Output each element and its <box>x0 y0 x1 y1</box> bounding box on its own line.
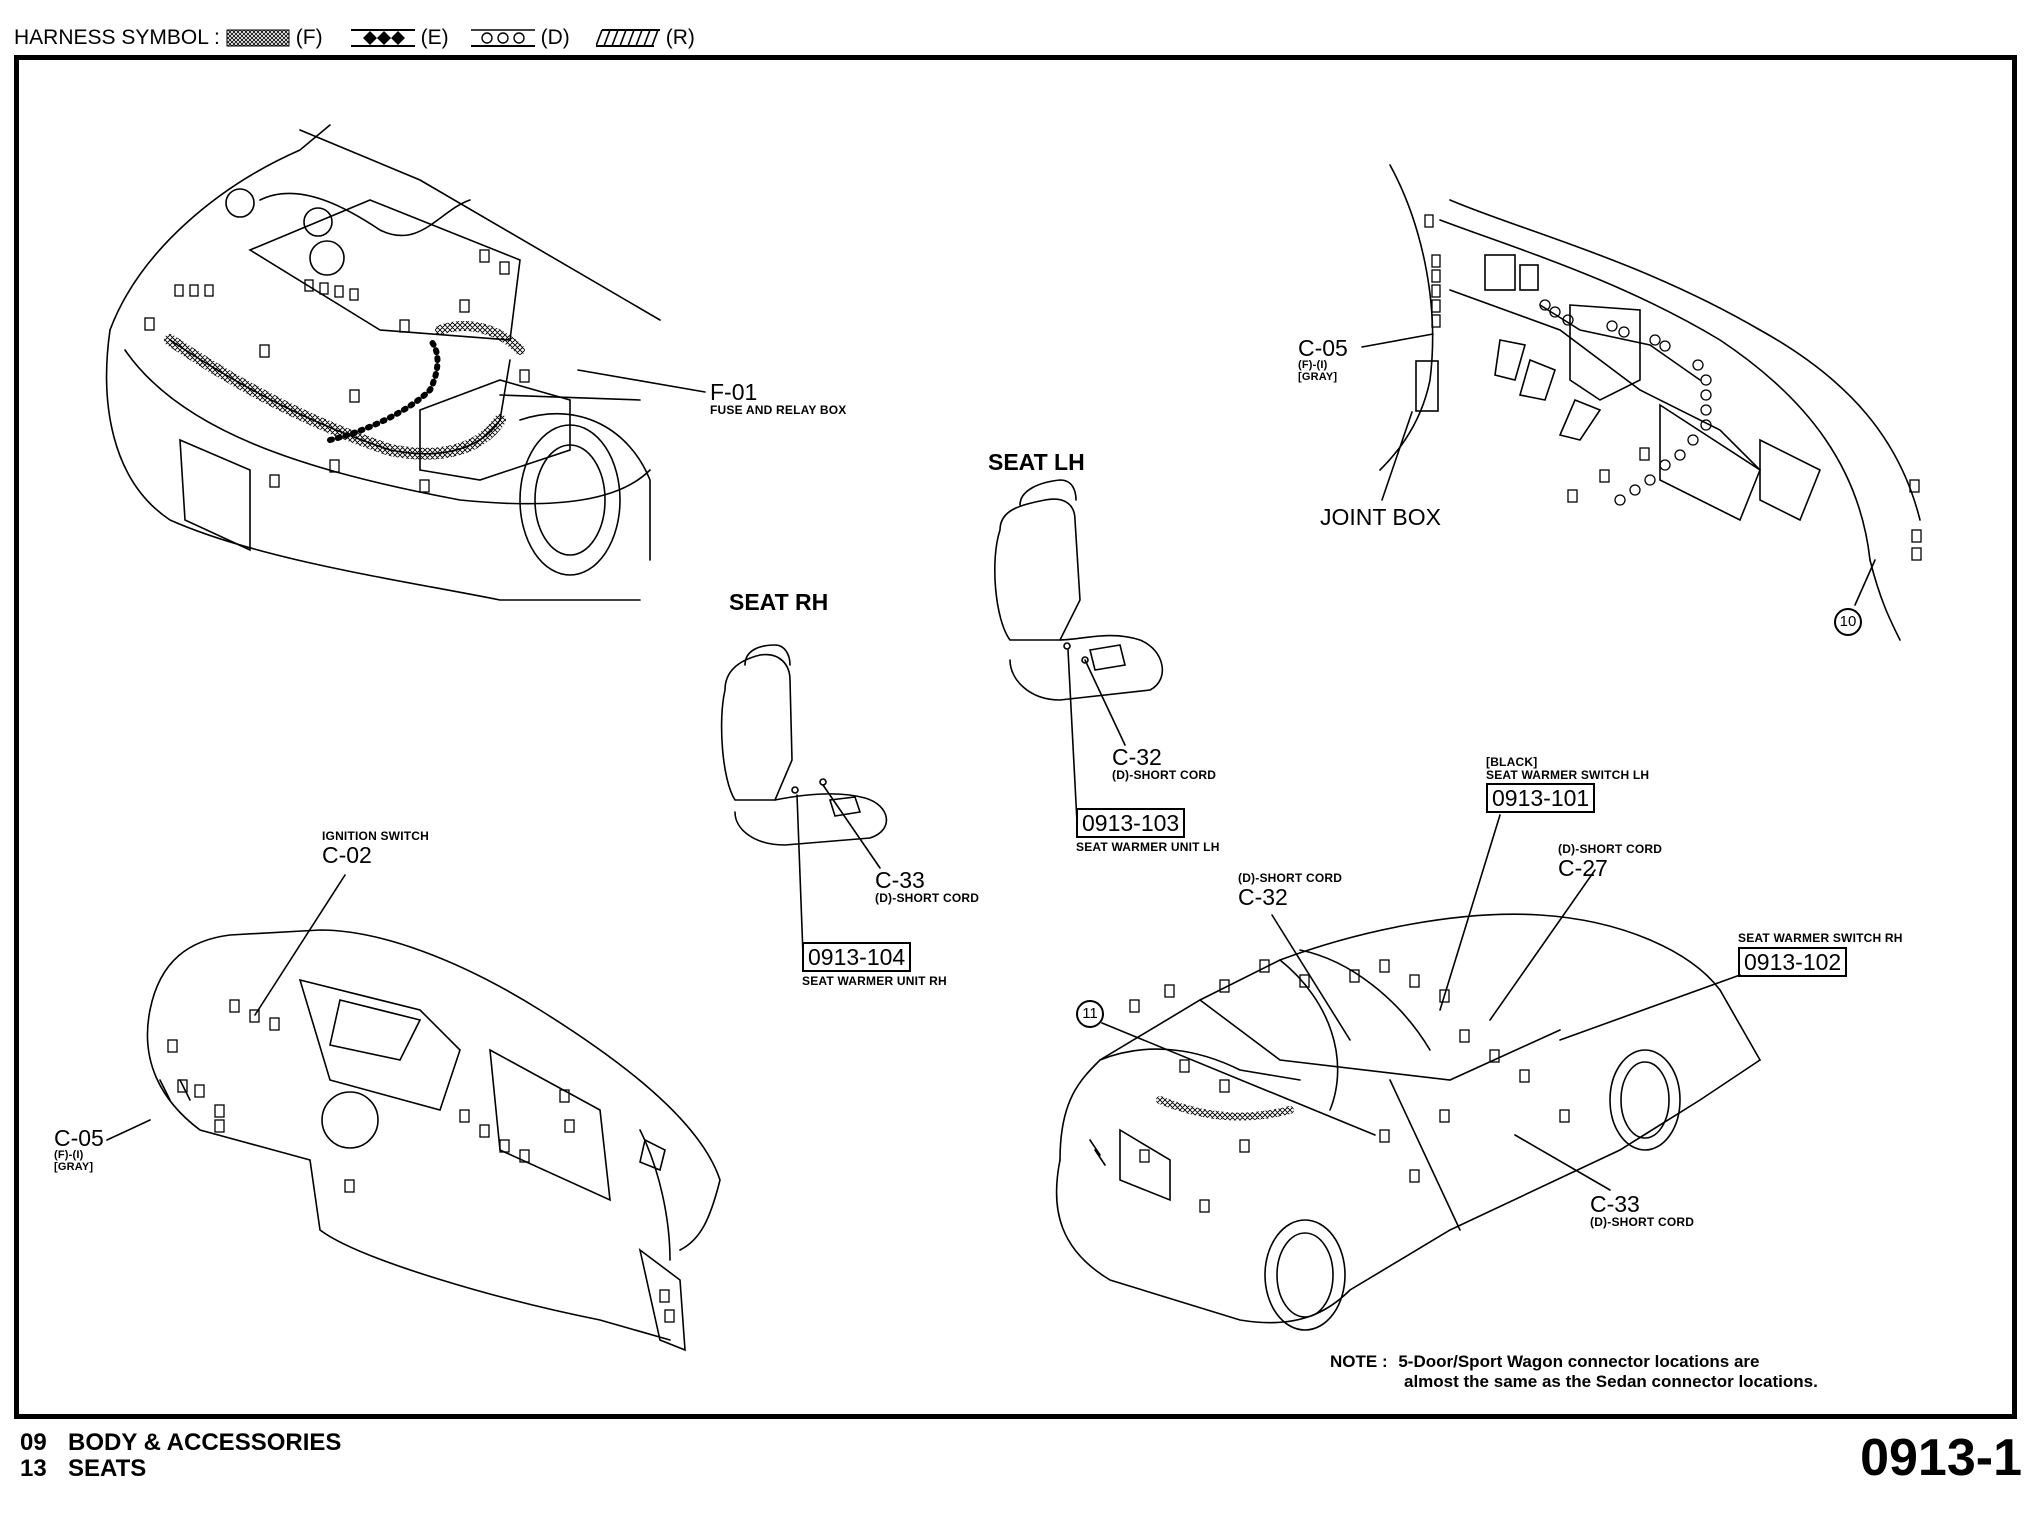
subsection-number: 13 <box>20 1455 47 1483</box>
section-heading: 09 BODY & ACCESSORIES 13 SEATS <box>20 1429 342 1483</box>
switch-lh-description: SEAT WARMER SWITCH LH <box>1486 767 1650 782</box>
switch-lh-leader-line <box>1439 814 1501 1011</box>
section-line: 09 BODY & ACCESSORIES <box>20 1429 342 1456</box>
circle-band-icon <box>470 29 535 47</box>
callout-10-leader-line <box>1854 559 1876 606</box>
c27-label: (D)-SHORT CORD C-27 <box>1558 843 1662 880</box>
c27-code: C-27 <box>1558 854 1608 881</box>
legend-code-f: (F) <box>295 26 323 49</box>
c05-bottom-label: C-05 (F)-(I) [GRAY] <box>54 1126 104 1173</box>
c27-leader-line <box>1489 869 1596 1021</box>
dashboard-top-illustration <box>1379 164 1922 641</box>
legend-code-r: (R) <box>665 26 695 49</box>
switch-rh-leader-line <box>1559 974 1741 1041</box>
harness-symbol-legend: HARNESS SYMBOL : (F) (E) (D) (R) <box>14 26 695 50</box>
c32-lh-leader-line <box>1084 659 1126 746</box>
seat-rh-title: SEAT RH <box>729 589 829 615</box>
ignition-switch-description: IGNITION SWITCH <box>322 829 429 843</box>
f01-leader-line <box>577 369 706 393</box>
callout-11: 11 <box>1076 1000 1104 1028</box>
part-number-0913-101: 0913-101 <box>1486 783 1596 814</box>
seat-lh-illustration <box>994 479 1164 701</box>
switch-lh-label: [BLACK] SEAT WARMER SWITCH LH 0913-101 <box>1486 755 1650 814</box>
legend-code-e: (E) <box>420 26 449 49</box>
c05-top-color: [GRAY] <box>1298 370 1338 383</box>
seat-warmer-unit-lh-label: 0913-103 SEAT WARMER UNIT LH <box>1076 808 1220 854</box>
callout-10: 10 <box>1834 608 1862 636</box>
switch-lh-color: [BLACK] <box>1486 755 1538 769</box>
c32-lh-code: C-32 <box>1112 744 1162 770</box>
c27-description: (D)-SHORT CORD <box>1558 842 1663 856</box>
c33-vehicle-label: C-33 (D)-SHORT CORD <box>1590 1192 1694 1229</box>
part-number-0913-102: 0913-102 <box>1738 946 1848 977</box>
section-title: BODY & ACCESSORIES <box>68 1429 342 1456</box>
c33-vehicle-code: C-33 <box>1590 1191 1640 1217</box>
seat-warmer-unit-rh-description: SEAT WARMER UNIT RH <box>802 974 947 988</box>
c33-rh-description: (D)-SHORT CORD <box>875 891 980 906</box>
seat-warmer-unit-lh-description: SEAT WARMER UNIT LH <box>1076 840 1220 854</box>
c33-vehicle-description: (D)-SHORT CORD <box>1590 1215 1695 1230</box>
c33-vehicle-leader-line <box>1514 1134 1611 1191</box>
part-number-0913-103: 0913-103 <box>1076 808 1186 838</box>
c32-lh-label: C-32 (D)-SHORT CORD <box>1112 745 1216 782</box>
c32-vehicle-label: (D)-SHORT CORD C-32 <box>1238 872 1342 909</box>
joint-box-leader-line <box>1381 411 1413 501</box>
switch-rh-description: SEAT WARMER SWITCH RH <box>1738 931 1903 945</box>
c05-bottom-color: [GRAY] <box>54 1160 94 1173</box>
switch-rh-label: SEAT WARMER SWITCH RH 0913-102 <box>1738 932 1903 977</box>
note-label: NOTE : <box>1330 1352 1388 1371</box>
c05-top-leader-line <box>1361 333 1434 348</box>
c33-rh-label: C-33 (D)-SHORT CORD <box>875 868 979 905</box>
c02-leader-line <box>254 874 346 1016</box>
part-number-0913-104: 0913-104 <box>802 942 912 972</box>
legend-code-d: (D) <box>540 26 570 49</box>
c32-vehicle-code: C-32 <box>1238 883 1288 910</box>
legend-title: HARNESS SYMBOL : <box>14 26 220 49</box>
diagonal-hatch-band-icon <box>595 29 660 47</box>
crosshatch-band-icon <box>226 29 290 47</box>
seat-lh-part-leader-line <box>1067 649 1078 823</box>
subsection-title: SEATS <box>68 1455 147 1483</box>
c05-top-code: C-05 <box>1298 335 1348 361</box>
joint-box-label: JOINT BOX <box>1320 504 1441 530</box>
seat-rh-illustration <box>720 644 888 846</box>
note-line-2: almost the same as the Sedan connector l… <box>1404 1371 1818 1391</box>
c05-bottom-leader-line <box>106 1119 151 1141</box>
c32-vehicle-leader-line <box>1271 914 1351 1041</box>
c05-top-harness: (F)-(I) <box>1298 359 1328 372</box>
f01-code: F-01 <box>710 379 758 405</box>
section-number: 09 <box>20 1429 47 1456</box>
c33-rh-leader-line <box>822 784 881 869</box>
engine-bay-illustration <box>105 124 661 601</box>
seat-rh-part-leader-line <box>796 794 804 956</box>
c32-vehicle-description: (D)-SHORT CORD <box>1238 871 1343 885</box>
c33-rh-code: C-33 <box>875 867 925 893</box>
callout-11-number: 11 <box>1076 1000 1104 1028</box>
dashboard-bottom-illustration <box>146 929 721 1352</box>
seat-lh-title: SEAT LH <box>988 449 1085 475</box>
c02-label: IGNITION SWITCH C-02 <box>322 830 429 867</box>
subsection-line: 13 SEATS <box>20 1455 341 1483</box>
diamond-band-icon <box>350 29 415 47</box>
c32-lh-description: (D)-SHORT CORD <box>1112 768 1217 783</box>
callout-10-number: 10 <box>1834 608 1862 636</box>
page-number: 0913-1 <box>1860 1429 2022 1487</box>
c05-top-label: C-05 (F)-(I) [GRAY] <box>1298 336 1348 383</box>
note-line-1: 5-Door/Sport Wagon connector locations a… <box>1398 1352 1760 1371</box>
seat-warmer-unit-rh-label: 0913-104 SEAT WARMER UNIT RH <box>802 942 947 988</box>
f01-label: F-01 FUSE AND RELAY BOX <box>710 380 847 417</box>
callout-11-leader-line <box>1101 1022 1376 1136</box>
c05-bottom-harness: (F)-(I) <box>54 1149 84 1162</box>
c02-code: C-02 <box>322 841 372 868</box>
note: NOTE : 5-Door/Sport Wagon connector loca… <box>1330 1352 1818 1391</box>
f01-description: FUSE AND RELAY BOX <box>710 403 847 418</box>
c05-bottom-code: C-05 <box>54 1125 104 1151</box>
diagram-frame <box>14 55 2017 1419</box>
vehicle-illustration <box>1055 913 1761 1331</box>
joint-box-shape <box>1415 360 1439 412</box>
